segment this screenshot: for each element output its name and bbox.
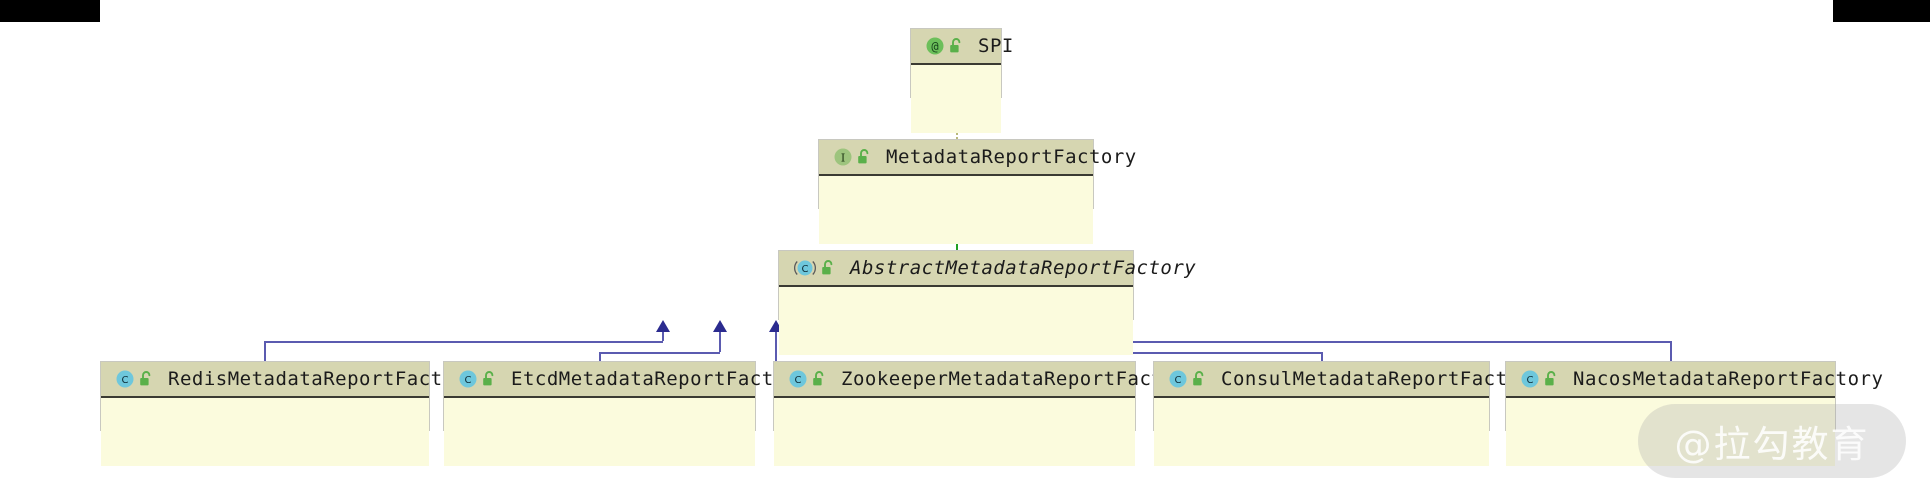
unlock-public-icon [856,148,872,166]
unlock-public-icon [138,370,154,388]
node-title: ConsulMetadataReportFactory [1221,368,1544,390]
unlock-public-icon [948,37,964,55]
node-members-compartment [779,287,1133,355]
abstract-metadata-report-factory-node[interactable]: C AbstractMetadataReportFactory [778,250,1196,355]
node-members-compartment [911,65,1001,133]
generalization-arrowhead [713,320,727,332]
class-c-icon: C [458,369,478,389]
node-title: RedisMetadataReportFactory [168,368,479,390]
node-title: SPI [978,35,1014,57]
node-header: C AbstractMetadataReportFactory [779,251,1196,287]
svg-text:@: @ [931,40,938,54]
generalization-vertical [598,352,601,361]
generalization-vertical [264,341,266,361]
node-title: MetadataReportFactory [886,146,1137,168]
top-left-black-bar [0,0,100,22]
node-header: I MetadataReportFactory [819,140,1136,176]
svg-text:C: C [122,375,129,386]
node-members-compartment [101,398,429,466]
node-members-compartment [1154,398,1489,466]
node-members-compartment [819,176,1093,244]
svg-text:C: C [1175,375,1182,386]
generalization-horizontal [265,341,663,343]
generalization-arrowhead [656,320,670,332]
node-title: AbstractMetadataReportFactory [850,257,1197,279]
node-members-compartment [774,398,1135,466]
svg-text:C: C [465,375,472,386]
class-c-icon: C [788,369,808,389]
node-members-compartment [1506,398,1835,466]
unlock-public-icon [1543,370,1559,388]
svg-text:I: I [841,152,845,165]
class-c-icon: C [115,369,135,389]
generalization-vertical [719,332,721,352]
svg-text:C: C [802,264,809,275]
node-header: C NacosMetadataReportFactory [1506,362,1883,398]
nacos-metadata-report-factory-node[interactable]: C NacosMetadataReportFactory [1505,361,1883,466]
top-right-black-bar [1833,0,1930,22]
annotation-at-icon: @ [925,36,945,56]
metadata-report-factory-node[interactable]: I MetadataReportFactory [818,139,1136,244]
unlock-public-icon [1191,370,1207,388]
node-title: EtcdMetadataReportFactory [511,368,810,390]
generalization-horizontal [890,341,1671,343]
node-header: @ SPI [911,29,1013,65]
generalization-horizontal [599,352,720,354]
abstract-class-c-icon: C [793,258,817,278]
unlock-public-icon [811,370,827,388]
svg-text:C: C [795,375,802,386]
spi-annotation-node[interactable]: @ SPI [910,28,1013,133]
unlock-public-icon [820,259,836,277]
generalization-vertical [1669,341,1672,361]
class-c-icon: C [1168,369,1188,389]
svg-text:C: C [1527,375,1534,386]
watermark-text: @拉勾教育 [1674,423,1870,466]
node-members-compartment [444,398,755,466]
generalization-vertical [775,332,777,361]
watermark: @拉勾教育 [1638,404,1906,478]
unlock-public-icon [481,370,497,388]
class-c-icon: C [1520,369,1540,389]
node-title: ZookeeperMetadataReportFactory [841,368,1200,390]
interface-i-icon: I [833,147,853,167]
node-title: NacosMetadataReportFactory [1573,368,1884,390]
generalization-vertical [662,332,664,341]
generalization-vertical [1320,352,1323,361]
